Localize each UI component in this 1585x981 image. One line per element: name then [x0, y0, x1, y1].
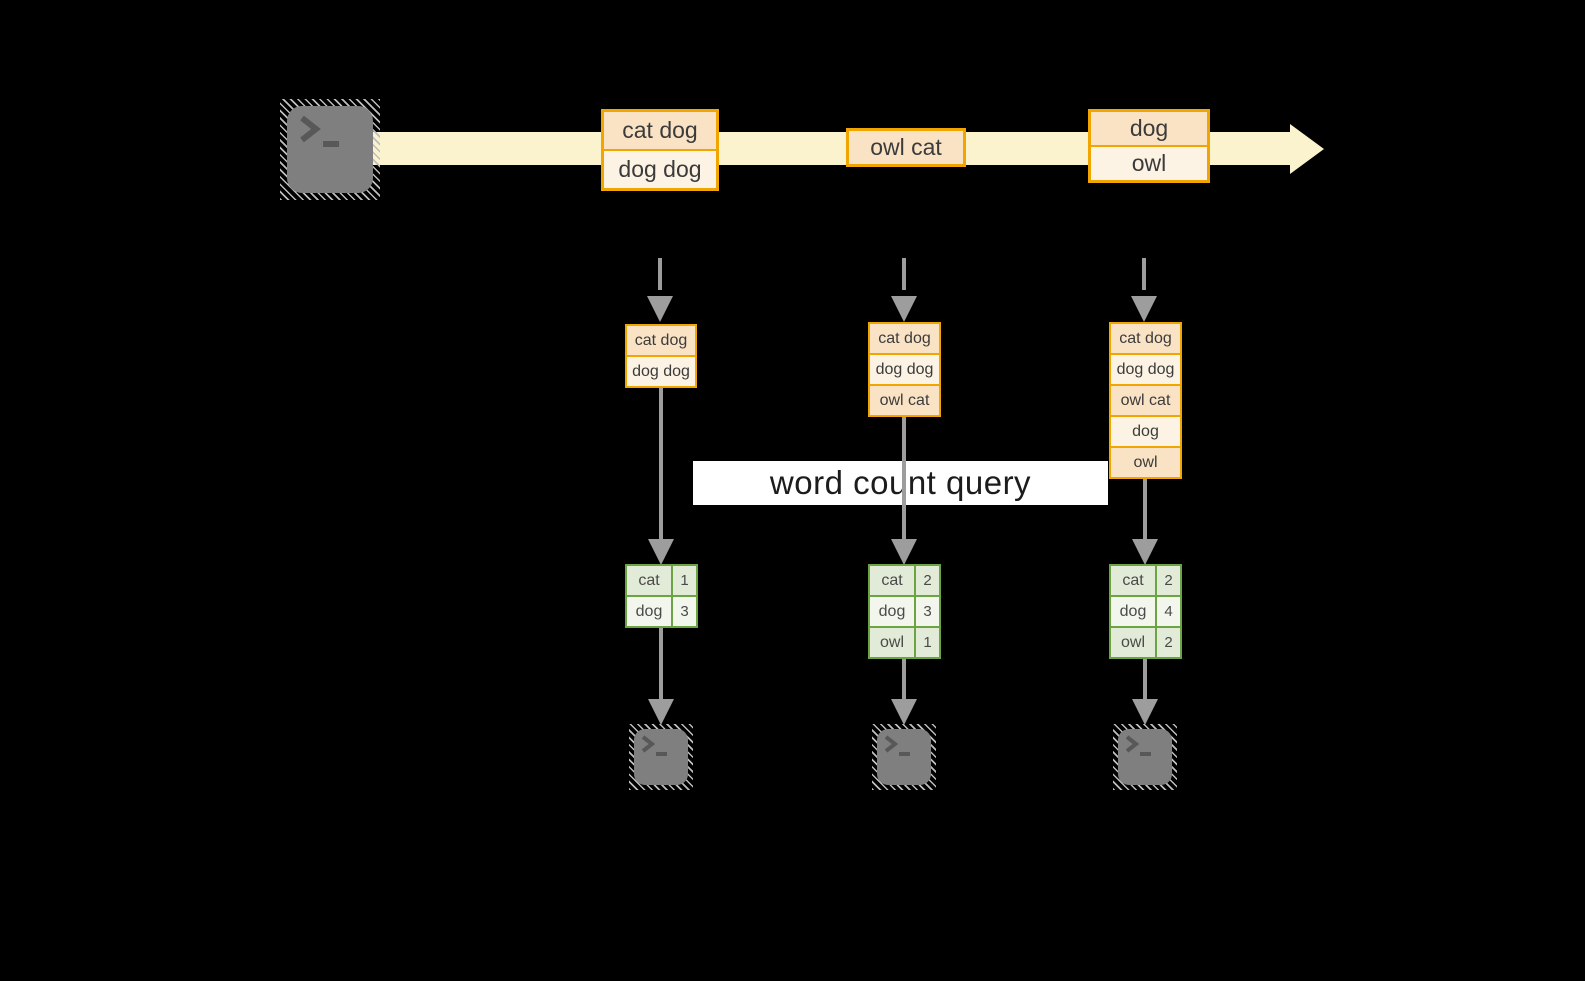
result-count: 3	[673, 597, 696, 626]
result-word: owl	[1111, 628, 1155, 657]
result-row: dog 3	[870, 597, 939, 626]
down-arrowhead-icon	[648, 699, 674, 725]
down-arrowhead-icon	[1132, 539, 1158, 565]
state-line: owl cat	[1111, 386, 1180, 415]
down-arrowhead-icon	[647, 296, 673, 322]
terminal-sink-icon	[629, 724, 693, 790]
state-line: cat dog	[870, 324, 939, 353]
arrow-shaft	[902, 659, 906, 700]
state-line: dog dog	[627, 357, 695, 386]
result-row: owl 2	[1111, 628, 1180, 657]
query-label: word count query	[693, 461, 1108, 505]
state-line: owl	[1111, 448, 1180, 477]
batch-line: dog dog	[604, 151, 716, 188]
result-row: dog 3	[627, 597, 696, 626]
batch-line: dog	[1091, 112, 1207, 145]
dashed-arrow-shaft	[658, 258, 662, 290]
dashed-arrow-shaft	[1142, 258, 1146, 290]
result-row: dog 4	[1111, 597, 1180, 626]
result-count: 1	[916, 628, 939, 657]
result-word: cat	[627, 566, 671, 595]
result-word: cat	[870, 566, 914, 595]
state-line: dog	[1111, 417, 1180, 446]
batch-line: owl	[1091, 147, 1207, 180]
result-word: dog	[870, 597, 914, 626]
down-arrowhead-icon	[891, 699, 917, 725]
down-arrowhead-icon	[1131, 296, 1157, 322]
result-row: cat 2	[870, 566, 939, 595]
result-word: dog	[627, 597, 671, 626]
batch-line: owl cat	[849, 131, 963, 164]
dashed-arrow-shaft	[902, 258, 906, 290]
result-count: 2	[1157, 628, 1180, 657]
result-table-1: cat 1 dog 3	[625, 564, 698, 628]
terminal-source-icon	[280, 99, 380, 200]
result-count: 2	[1157, 566, 1180, 595]
arrow-shaft	[659, 388, 663, 540]
result-row: owl 1	[870, 628, 939, 657]
down-arrowhead-icon	[891, 539, 917, 565]
result-count: 3	[916, 597, 939, 626]
state-line: cat dog	[1111, 324, 1180, 353]
result-table-2: cat 2 dog 3 owl 1	[868, 564, 941, 659]
stream-arrowhead-icon	[1290, 124, 1324, 174]
result-table-3: cat 2 dog 4 owl 2	[1109, 564, 1182, 659]
terminal-prompt-icon	[641, 735, 667, 756]
result-row: cat 2	[1111, 566, 1180, 595]
down-arrowhead-icon	[648, 539, 674, 565]
terminal-prompt-icon	[1125, 735, 1151, 756]
down-arrowhead-icon	[1132, 699, 1158, 725]
terminal-prompt-icon	[300, 115, 339, 147]
arrow-shaft	[902, 417, 906, 540]
state-line: dog dog	[1111, 355, 1180, 384]
state-line: owl cat	[870, 386, 939, 415]
down-arrowhead-icon	[891, 296, 917, 322]
state-line: cat dog	[627, 326, 695, 355]
arrow-shaft	[659, 628, 663, 700]
result-word: cat	[1111, 566, 1155, 595]
arrow-shaft	[1143, 479, 1147, 540]
terminal-sink-icon	[1113, 724, 1177, 790]
stream-batch-2: owl cat	[846, 128, 966, 167]
arrow-shaft	[1143, 659, 1147, 700]
result-count: 1	[673, 566, 696, 595]
batch-line: cat dog	[604, 112, 716, 149]
result-row: cat 1	[627, 566, 696, 595]
result-word: owl	[870, 628, 914, 657]
result-word: dog	[1111, 597, 1155, 626]
terminal-sink-icon	[872, 724, 936, 790]
result-count: 2	[916, 566, 939, 595]
state-line: dog dog	[870, 355, 939, 384]
result-count: 4	[1157, 597, 1180, 626]
terminal-prompt-icon	[884, 735, 910, 756]
